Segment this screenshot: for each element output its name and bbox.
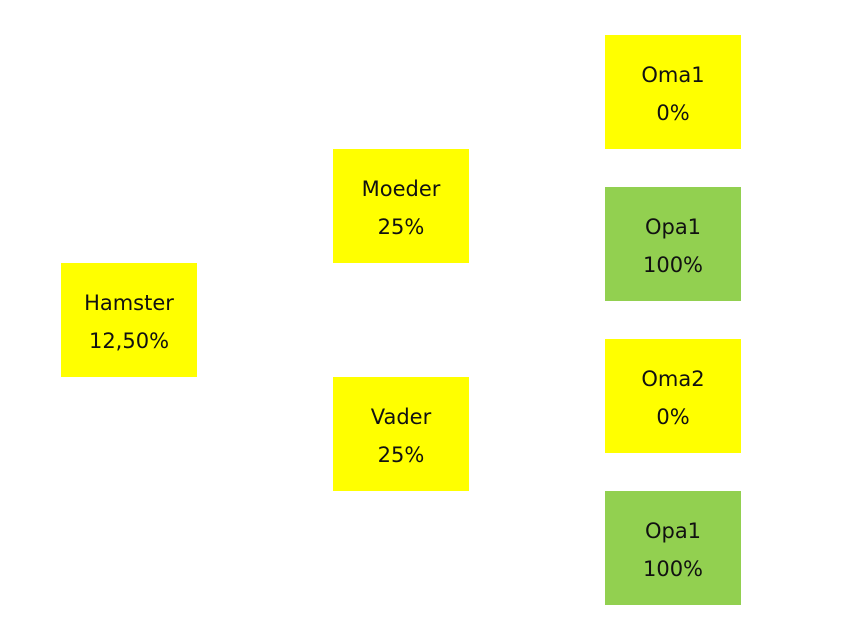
node-name: Oma1 (641, 63, 705, 87)
node-value: 25% (377, 443, 425, 467)
node-value: 0% (656, 405, 690, 429)
node-name: Opa1 (644, 519, 702, 543)
node-name: Opa1 (644, 215, 702, 239)
node-vader: Vader 25% (333, 377, 469, 491)
node-name: Hamster (84, 291, 174, 315)
node-name: Vader (370, 405, 432, 429)
node-opa1-bottom: Opa1 100% (605, 491, 741, 605)
node-name: Moeder (361, 177, 441, 201)
node-moeder: Moeder 25% (333, 149, 469, 263)
node-name: Oma2 (641, 367, 705, 391)
node-value: 100% (642, 557, 704, 581)
node-value: 12,50% (88, 329, 170, 353)
node-value: 0% (656, 101, 690, 125)
node-hamster: Hamster 12,50% (61, 263, 197, 377)
node-value: 100% (642, 253, 704, 277)
node-value: 25% (377, 215, 425, 239)
node-oma1: Oma1 0% (605, 35, 741, 149)
node-oma2: Oma2 0% (605, 339, 741, 453)
node-opa1-top: Opa1 100% (605, 187, 741, 301)
